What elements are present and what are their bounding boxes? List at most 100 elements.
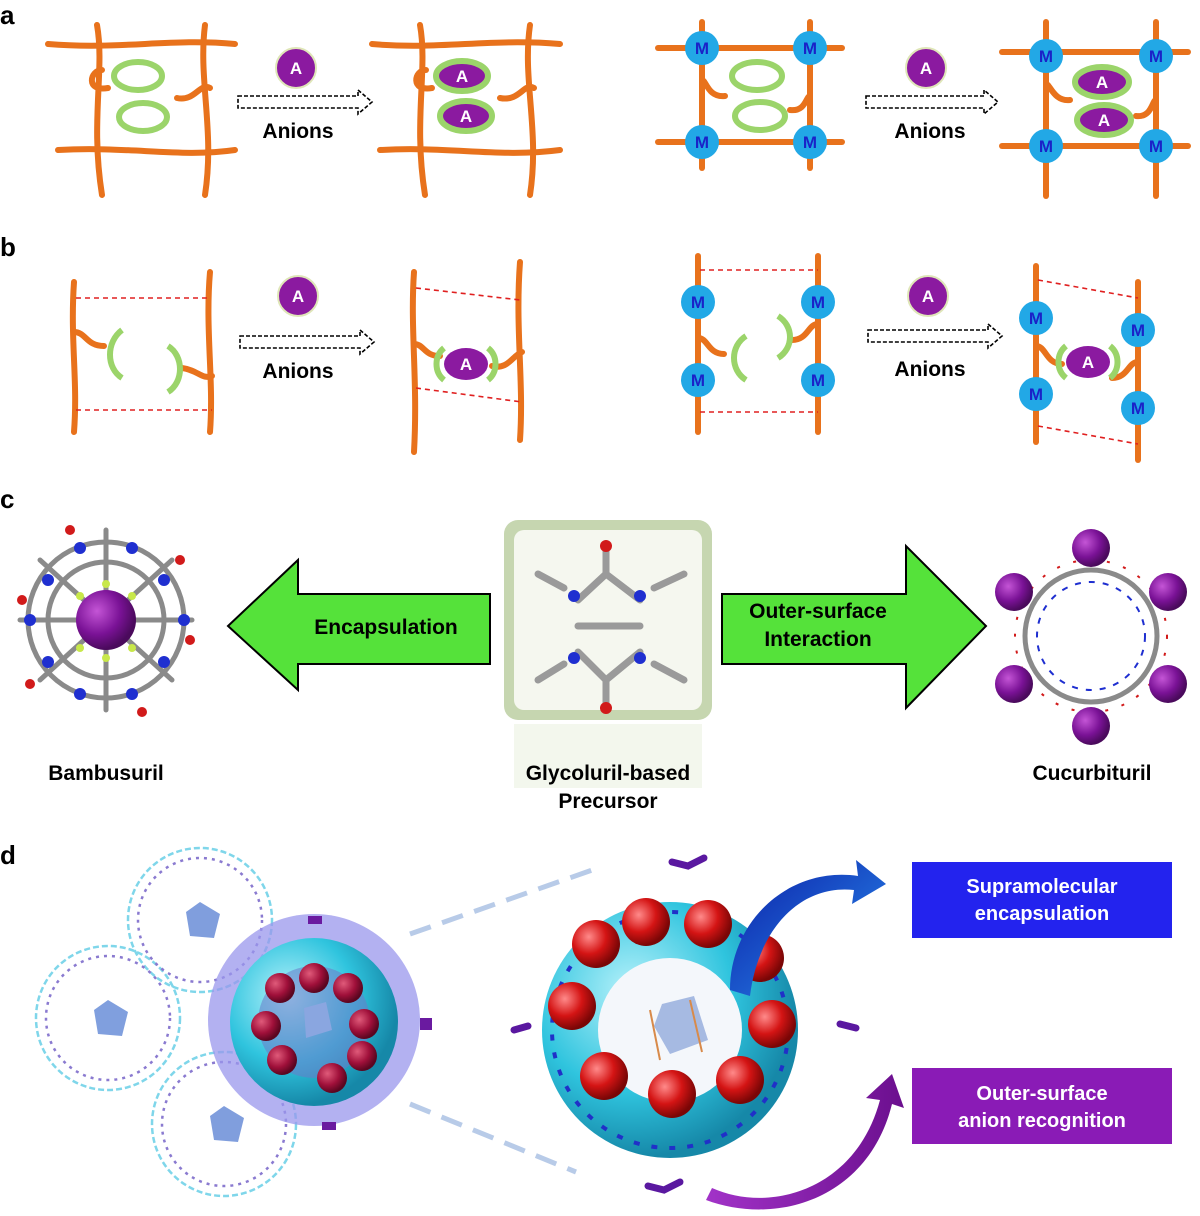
a-framework-filled [369,22,563,198]
b-mof-anion-bound [1066,346,1110,378]
panel-letter-c: c [0,484,14,514]
panel-letter-d: d [0,840,16,870]
svg-text:M: M [1131,321,1145,340]
b-mof-product-metal-nodes: M M M M [1019,301,1155,425]
svg-text:M: M [695,39,709,58]
a-mof-filled-ring-2 [1074,102,1134,138]
a-mof-filled-metal-nodes: M M M M [1029,39,1173,163]
svg-text:M: M [803,133,817,152]
b-anion-ball-left [277,275,319,317]
a-arrow-label-right: Anions [894,120,965,143]
encapsulation-arrow [226,557,491,693]
b-mof-strands [695,253,821,435]
b-bound-half-2 [485,345,499,383]
svg-text:M: M [803,39,817,58]
d-purple-curved-arrow [706,1074,904,1210]
b-mof-ring-half-1 [731,333,748,383]
outer-surface-label-line1: Outer-surface [749,600,887,623]
precursor-label-line2: Precursor [558,790,657,813]
b-bound-half-1 [433,345,447,383]
d-box1-line2: encapsulation [975,903,1109,925]
cucurbituril-structure [995,529,1187,745]
b-hbonds-left [76,297,212,411]
a-arrow-left [237,88,374,116]
a-mof-anion-1: A [1096,73,1108,92]
b-ring-half-1 [107,327,125,381]
svg-text:M: M [695,133,709,152]
b-mof-product-hbonds [1037,279,1139,445]
b-anion-bound [444,348,488,380]
d-zoom-lines [409,865,599,1175]
svg-text:M: M [811,293,825,312]
b-mof-bound-half-2 [1107,343,1121,381]
panel-letter-b: b [0,232,16,262]
precursor-label-line1: Glycoluril-based [526,762,691,785]
a-filled-ring-1 [433,58,491,94]
b-hbonds-product [415,287,523,403]
svg-text:M: M [1039,47,1053,66]
b-arrow-label-right: Anions [894,358,965,381]
d-box2-line1: Outer-surface [976,1083,1107,1105]
a-anion-in-ring-1: A [456,67,468,86]
a-ring-2 [116,100,170,134]
b-mof-hbonds [700,269,818,413]
a-anion-in-ring-2: A [460,107,472,126]
b-arrow-label-left: Anions [262,360,333,383]
a-anion-label-left: A [290,59,302,78]
d-large-cage [510,854,860,1194]
svg-text:M: M [1039,137,1053,156]
b-mof-anion-bound-label: A [1082,353,1094,372]
b-mof-bound-half-1 [1055,343,1069,381]
d-framework-rings [34,846,298,1198]
a-mof-metal-nodes: M M M M [685,31,827,159]
panel-letter-a: a [0,0,15,30]
svg-text:M: M [1131,399,1145,418]
cucurbituril-label: Cucurbituril [1033,762,1152,785]
svg-text:M: M [1029,385,1043,404]
d-small-cage [230,916,432,1130]
a-framework-empty [45,22,238,198]
b-anion-label-left: A [292,287,304,306]
b-strands-left [69,269,215,435]
b-anion-label-right: A [922,287,934,306]
d-box2-line2: anion recognition [958,1110,1126,1132]
b-anion-bound-label: A [460,355,472,374]
svg-text:M: M [1029,309,1043,328]
a-mof-ring-2 [732,99,788,133]
outer-surface-label-line2: Interaction [764,628,871,651]
b-ring-half-2 [166,343,183,395]
d-box1-line1: Supramolecular [966,876,1117,898]
d-blue-curved-arrow [730,860,886,996]
b-arrow-left [239,328,376,356]
b-mof-product-strands [1033,263,1141,463]
a-anion-ball-right [905,47,947,89]
a-mof-filled-ring-1 [1072,64,1132,100]
outer-surface-interaction-arrow [721,543,988,711]
svg-text:M: M [1149,137,1163,156]
d-recognition-box [912,1068,1172,1144]
glycoluril-precursor [504,520,712,788]
a-filled-ring-2 [437,98,495,134]
svg-text:M: M [811,371,825,390]
b-mof-metal-nodes: M M M M [681,285,835,397]
d-encapsulation-box [912,862,1172,938]
a-anion-ball-left [275,47,317,89]
b-strands-product [409,259,525,455]
a-anion-label-right: A [920,59,932,78]
a-arrow-right [865,88,1000,116]
encapsulation-label: Encapsulation [314,616,458,639]
b-mof-ring-half-2 [776,313,793,361]
b-arrow-right [867,322,1004,350]
svg-text:M: M [691,293,705,312]
a-arrow-label-left: Anions [262,120,333,143]
d-framework-polyhedra [94,902,244,1142]
a-ring-1 [111,59,165,93]
bambusuril-structure [17,525,195,717]
b-anion-ball-right [907,275,949,317]
bambusuril-label: Bambusuril [48,762,164,785]
svg-text:M: M [1149,47,1163,66]
a-mof-ring-1 [729,59,785,93]
svg-text:M: M [691,371,705,390]
a-mof-anion-2: A [1098,111,1110,130]
